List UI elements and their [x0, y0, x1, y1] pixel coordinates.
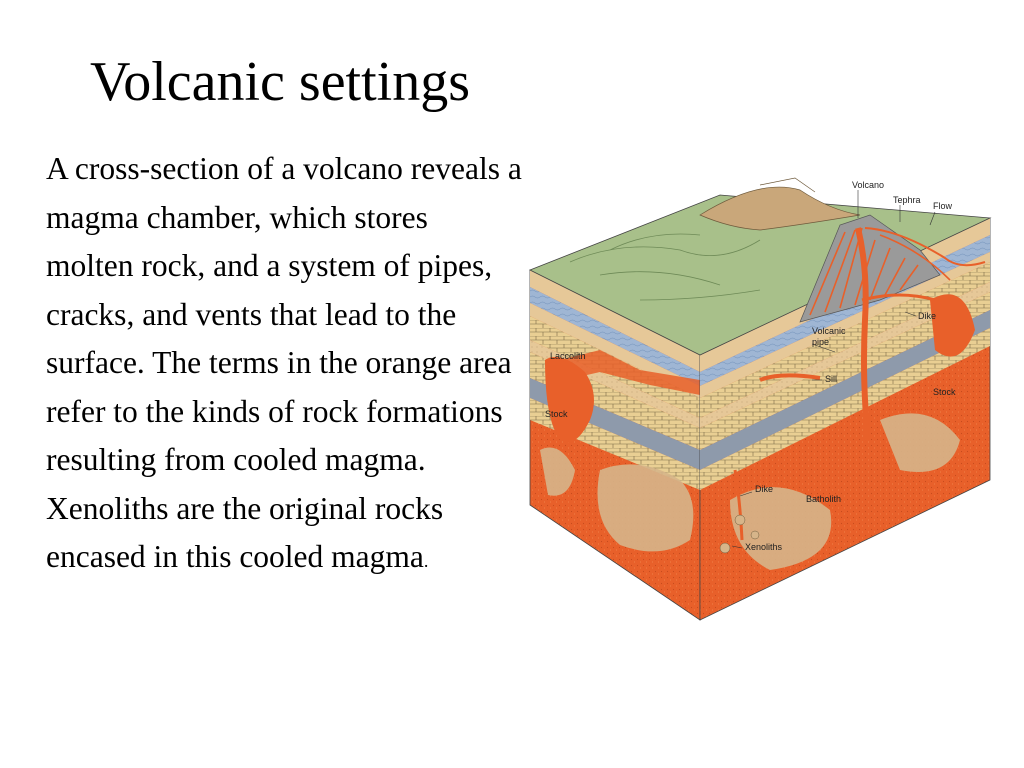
- slide-title: Volcanic settings: [90, 51, 471, 113]
- label-leaders: [731, 190, 936, 549]
- label-volcanic-pipe-line1: Volcanic: [812, 326, 846, 336]
- magma-conduits: [719, 227, 936, 554]
- body-paragraph: A cross-section of a volcano reveals a m…: [46, 145, 522, 586]
- label-batholith: Batholith: [806, 494, 841, 504]
- label-stock-left: Stock: [545, 409, 568, 419]
- label-stock-right: Stock: [933, 387, 956, 397]
- label-dike-lower: Dike: [755, 484, 773, 494]
- top-surface: [529, 177, 992, 356]
- label-sill: Sill: [825, 374, 837, 384]
- volcano-cross-section-diagram: Volcano Tephra Flow Dike Volcanic pipe L…: [529, 177, 992, 621]
- front-face: [529, 269, 701, 621]
- label-tephra: Tephra: [893, 195, 921, 205]
- diagram-labels: Volcano Tephra Flow Dike Volcanic pipe L…: [545, 180, 956, 552]
- label-xenoliths: Xenoliths: [745, 542, 783, 552]
- body-paragraph-text: A cross-section of a volcano reveals a m…: [46, 151, 522, 574]
- label-volcano: Volcano: [852, 180, 884, 190]
- body-paragraph-end: .: [423, 551, 429, 571]
- label-flow: Flow: [933, 201, 953, 211]
- label-volcanic-pipe-line2: pipe: [812, 337, 829, 347]
- label-dike-upper: Dike: [918, 311, 936, 321]
- label-laccolith: Laccolith: [550, 351, 586, 361]
